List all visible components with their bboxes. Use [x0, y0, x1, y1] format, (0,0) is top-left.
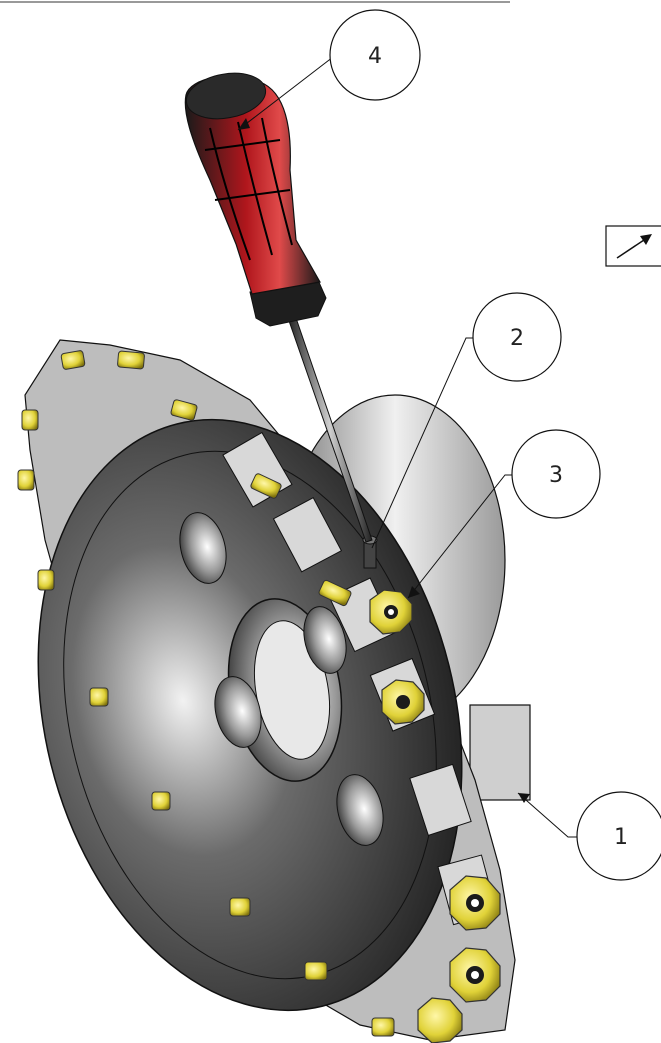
balloon-label-3: 3: [549, 463, 563, 488]
octagonal-insert: [449, 947, 501, 1003]
balloon-label-1: 1: [614, 825, 628, 850]
octagonal-insert-main: [369, 589, 413, 635]
arrow-up-right-icon: [616, 234, 652, 259]
balloon-3: 3: [407, 429, 601, 599]
screwdriver: [184, 72, 373, 543]
cutter-back-block: [469, 704, 531, 801]
handle-grips: [204, 117, 293, 261]
balloon-label-2: 2: [510, 326, 524, 351]
screwdriver-cap: [185, 72, 267, 120]
octagonal-insert: [417, 997, 463, 1043]
balloon-2: 2: [371, 292, 562, 549]
cutting-inserts: [17, 350, 395, 1037]
leader-line-2: [371, 337, 474, 549]
balloon-label-4: 4: [368, 44, 382, 69]
balloon-4: 4: [237, 9, 421, 131]
mounting-hole-left: [214, 676, 262, 748]
mounting-hole-bottom: [336, 774, 384, 846]
leader-line-3: [407, 474, 513, 599]
mounting-hole-top: [179, 512, 227, 584]
leader-line-1: [517, 792, 578, 838]
mounting-hole-right: [303, 606, 347, 674]
balloon-1: 1: [517, 791, 661, 881]
view-direction-marker: [605, 225, 661, 267]
cutter-body: [24, 339, 531, 1041]
octagonal-insert: [381, 679, 425, 725]
octagonal-insert: [449, 875, 501, 931]
leader-line-4: [237, 56, 334, 131]
